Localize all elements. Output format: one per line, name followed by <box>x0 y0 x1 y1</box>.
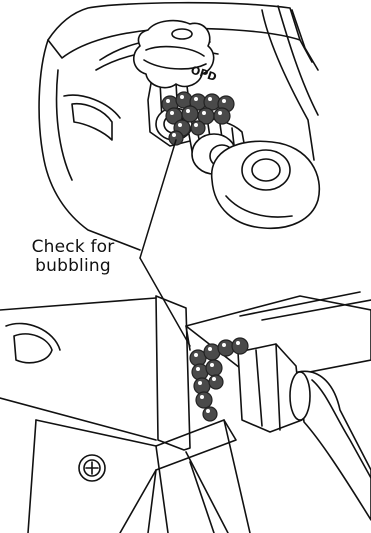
shroud-handle-slot <box>72 104 112 140</box>
mounting-bracket <box>36 420 236 533</box>
callout-line-1: Check for <box>4 238 142 257</box>
callout-line-2: bubbling <box>4 257 142 276</box>
panel-slot <box>14 334 52 363</box>
frame-plate <box>156 296 190 450</box>
tank-shroud-left <box>39 40 140 250</box>
hose-connection-panel <box>0 292 371 533</box>
leader-line-valve <box>140 140 176 258</box>
check-for-bubbling-callout: Check for bubbling <box>4 238 142 276</box>
